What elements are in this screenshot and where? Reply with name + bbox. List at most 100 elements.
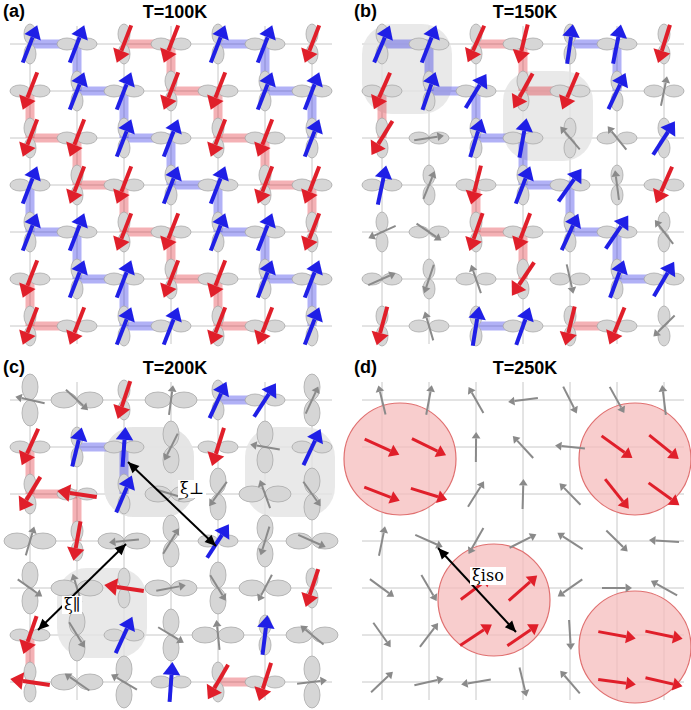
spin-arrow <box>70 272 80 297</box>
spin-arrowhead <box>118 119 134 134</box>
spin-arrowhead <box>71 25 87 40</box>
spin-arrowhead <box>565 214 581 229</box>
spin-arrow <box>519 131 524 158</box>
spin-arrowhead <box>377 26 393 41</box>
spin-arrow <box>516 319 525 345</box>
spin-arrowhead <box>517 166 533 181</box>
spin-arrowhead <box>434 233 442 240</box>
spin-arrowhead <box>207 142 223 157</box>
orbital-lobe <box>51 674 77 690</box>
spin-arrow <box>258 84 268 109</box>
spin-arrow <box>170 675 172 702</box>
spin-arrow <box>158 627 178 639</box>
spin-arrow <box>26 477 40 500</box>
orbital-lobe <box>163 541 179 567</box>
orbital-lobe <box>376 232 388 252</box>
orbital-lobe <box>163 515 179 541</box>
panel-drawing <box>344 382 691 703</box>
spin-arrowhead <box>659 385 668 392</box>
spin-arrow <box>379 73 390 98</box>
spin-arrowhead <box>254 189 270 204</box>
orbital-lobe <box>22 400 38 426</box>
orbital-lobe <box>597 38 617 50</box>
spin-arrowhead <box>480 624 492 635</box>
spin-arrowhead <box>651 580 659 588</box>
spin-arrowhead <box>259 25 275 40</box>
spin-arrow <box>117 84 127 109</box>
spin-arrow <box>475 438 477 462</box>
spin-arrowhead <box>422 312 430 319</box>
spin-arrowhead <box>614 215 629 231</box>
spin-arrowhead <box>668 494 680 505</box>
spin-arrowhead <box>388 491 399 503</box>
spin-arrowhead <box>660 262 675 277</box>
spin-arrow <box>22 398 45 403</box>
panel-label: (b) <box>354 2 377 22</box>
spin-arrowhead <box>19 639 36 654</box>
correlation-length <box>38 544 126 630</box>
spin-arrow <box>309 166 319 191</box>
spin-arrowhead <box>163 453 171 461</box>
spin-arrow <box>254 394 269 417</box>
panel-label: T=100K <box>143 3 208 23</box>
orbital-lobe <box>210 468 226 494</box>
spin-arrow <box>510 537 531 548</box>
spin-arrow <box>27 429 38 454</box>
spin-arrowhead <box>28 527 36 534</box>
spin-arrow <box>614 307 624 332</box>
spin-arrowhead <box>119 617 135 632</box>
orbital-lobe <box>192 627 218 643</box>
spin-arrowhead <box>470 119 487 134</box>
orbital-lobe <box>362 179 382 191</box>
spin-arrowhead <box>555 442 562 451</box>
orbital-lobe <box>151 676 171 688</box>
disordered-region <box>362 24 452 114</box>
spin-arrow <box>210 393 221 418</box>
spin-arrow <box>612 131 627 149</box>
spin-arrowhead <box>207 330 223 345</box>
spin-arrowhead <box>472 432 481 438</box>
spin-arrow <box>263 628 266 655</box>
spin-arrow <box>420 628 434 647</box>
spin-arrowhead <box>437 132 444 141</box>
orbital-lobe <box>304 682 320 708</box>
spin-arrowhead <box>118 307 134 322</box>
spin-arrowhead <box>254 330 270 345</box>
spin-arrowhead <box>113 189 129 204</box>
correlated-region <box>579 403 691 515</box>
spin-arrow <box>74 119 84 144</box>
spin-arrowhead <box>436 676 443 685</box>
spin-arrow <box>117 587 144 591</box>
spin-arrow <box>262 166 272 191</box>
spin-arrow <box>472 528 484 549</box>
spin-arrow <box>258 272 268 297</box>
spin-arrowhead <box>212 166 228 181</box>
spin-arrow <box>473 319 477 346</box>
spin-arrowhead <box>461 679 468 688</box>
spin-arrowhead <box>606 329 622 344</box>
spin-arrow <box>616 176 619 199</box>
spin-arrowhead <box>113 404 130 419</box>
spin-arrowhead <box>388 272 396 280</box>
spin-arrowhead <box>559 94 575 109</box>
spin-arrowhead <box>207 95 223 110</box>
spin-arrowhead <box>19 330 35 345</box>
orbital-lobe <box>304 656 320 682</box>
orbital-lobe <box>409 320 429 332</box>
spin-arrowhead <box>176 636 184 644</box>
orbital-lobe <box>564 118 576 138</box>
spin-arrowhead <box>71 260 87 275</box>
spin-arrow <box>215 72 225 97</box>
spin-arrow <box>257 446 280 450</box>
spin-arrowhead <box>626 584 632 593</box>
length-label: ξ∥ <box>62 596 82 614</box>
spin-arrow <box>520 73 533 97</box>
spin-arrow <box>211 37 221 62</box>
disordered-region <box>503 71 593 161</box>
spin-arrow <box>374 37 385 62</box>
orbital-lobe <box>523 132 543 144</box>
orbital-lobe <box>210 588 226 614</box>
spin-arrow <box>303 440 315 465</box>
spin-arrowhead <box>113 236 129 251</box>
spin-arrow <box>567 264 572 287</box>
